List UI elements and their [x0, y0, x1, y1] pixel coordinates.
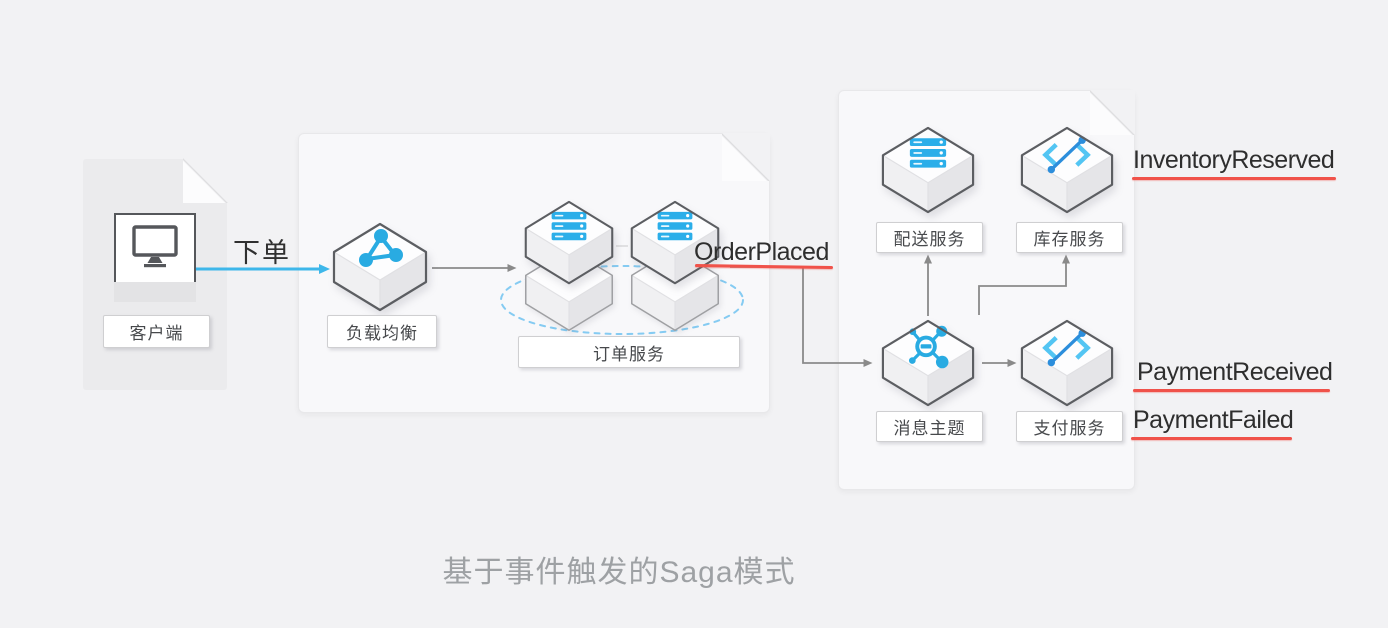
load-balancer-node	[330, 222, 430, 314]
payment-received-event: PaymentReceived	[1137, 358, 1333, 386]
payment-service-node	[1018, 319, 1116, 409]
place-order-label: 下单	[233, 238, 291, 268]
folded-corner	[1090, 90, 1135, 135]
payment-received-underline	[1133, 389, 1330, 392]
client-label: 客户端	[103, 315, 210, 348]
payment-service-label: 支付服务	[1016, 411, 1123, 442]
message-topic-label: 消息主题	[876, 411, 983, 442]
inventory-reserved-event: InventoryReserved	[1133, 146, 1335, 174]
monitor-icon	[132, 225, 178, 268]
folded-corner	[183, 158, 228, 203]
order-service-label: 订单服务	[518, 336, 740, 368]
delivery-service-label: 配送服务	[876, 222, 983, 253]
topic-hub-icon	[881, 319, 975, 407]
order-instance-1-node	[522, 200, 616, 287]
inventory-reserved-underline	[1132, 177, 1336, 180]
api-code-icon	[1020, 126, 1114, 214]
share-nodes-icon	[332, 222, 428, 312]
load-balancer-label: 负载均衡	[327, 315, 437, 348]
order-placed-event: OrderPlaced	[694, 238, 829, 266]
folded-corner	[722, 133, 770, 181]
server-stack-icon	[524, 200, 614, 285]
server-stack-icon	[881, 126, 975, 214]
diagram-caption: 基于事件触发的Saga模式	[442, 556, 796, 589]
payment-failed-underline	[1131, 437, 1292, 440]
payment-failed-event: PaymentFailed	[1133, 406, 1294, 434]
client-node	[114, 213, 196, 302]
message-topic-node	[879, 319, 977, 409]
client-panel	[83, 158, 228, 390]
inventory-service-label: 库存服务	[1016, 222, 1123, 253]
api-code-icon	[1020, 319, 1114, 407]
inventory-service-node	[1018, 126, 1116, 216]
delivery-service-node	[879, 126, 977, 216]
